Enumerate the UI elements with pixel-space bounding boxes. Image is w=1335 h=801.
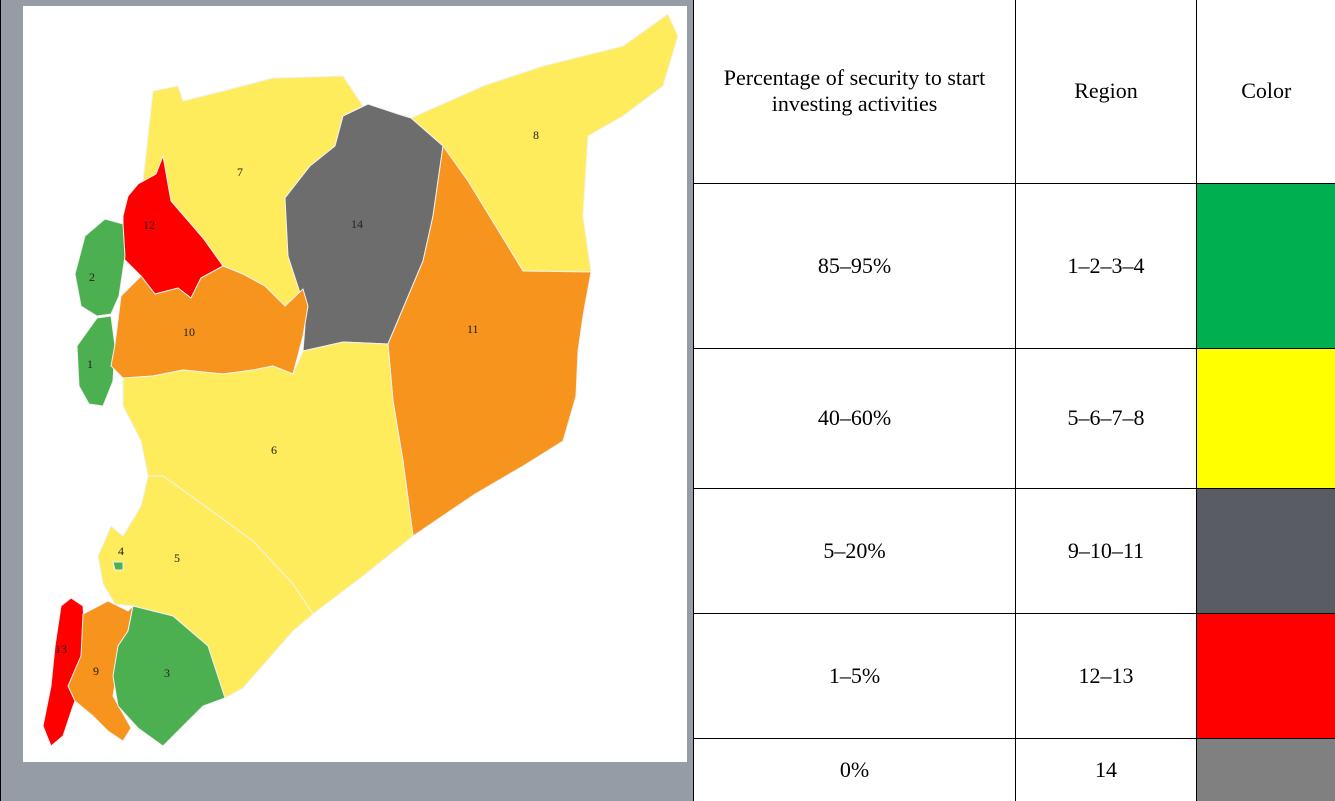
table-row: 85–95% 1–2–3–4 xyxy=(693,182,1335,349)
row-percentage: 5–20% xyxy=(693,487,1016,614)
row-percentage: 85–95% xyxy=(693,182,1016,349)
map-region-label-4: 4 xyxy=(118,544,124,558)
map-region-label-12: 12 xyxy=(143,218,155,232)
map-region-label-2: 2 xyxy=(89,270,95,284)
map-region-label-1: 1 xyxy=(87,357,93,371)
header-percentage: Percentage of security to start investin… xyxy=(693,0,1016,184)
row-color-swatch xyxy=(1196,737,1335,801)
table-row: 1–5% 12–13 xyxy=(693,612,1335,739)
map-region-label-6: 6 xyxy=(271,443,277,457)
row-region: 12–13 xyxy=(1015,612,1197,739)
map-region-label-14: 14 xyxy=(351,217,363,231)
row-region: 14 xyxy=(1015,737,1197,801)
map-region-3 xyxy=(112,605,226,747)
row-color-swatch xyxy=(1196,487,1335,614)
row-color-swatch xyxy=(1196,182,1335,349)
map-region-label-5: 5 xyxy=(174,551,180,565)
map-region-label-10: 10 xyxy=(183,325,195,339)
map-region-label-3: 3 xyxy=(164,666,170,680)
table-header-row: Percentage of security to start investin… xyxy=(693,0,1335,184)
header-color: Color xyxy=(1196,0,1335,184)
table-row: 40–60% 5–6–7–8 xyxy=(693,347,1335,489)
row-percentage: 40–60% xyxy=(693,347,1016,489)
map-region-13 xyxy=(42,597,86,747)
row-percentage: 1–5% xyxy=(693,612,1016,739)
row-color-swatch xyxy=(1196,612,1335,739)
map-region-2 xyxy=(74,218,126,317)
map-region-label-7: 7 xyxy=(237,165,243,179)
table-row: 0% 14 xyxy=(693,737,1335,801)
legend-table: Percentage of security to start investin… xyxy=(693,0,1335,801)
row-region: 5–6–7–8 xyxy=(1015,347,1197,489)
header-region: Region xyxy=(1015,0,1197,184)
map-region-label-9: 9 xyxy=(93,664,99,678)
map-region-9 xyxy=(67,600,134,742)
map-region-label-13: 13 xyxy=(55,642,67,656)
map-region-1 xyxy=(76,315,116,407)
row-region: 9–10–11 xyxy=(1015,487,1197,614)
table-row: 5–20% 9–10–11 xyxy=(693,487,1335,614)
map-region-label-8: 8 xyxy=(533,128,539,142)
map-region-4 xyxy=(112,561,124,571)
row-percentage: 0% xyxy=(693,737,1016,801)
map-region-label-11: 11 xyxy=(467,322,479,336)
row-region: 1–2–3–4 xyxy=(1015,182,1197,349)
row-color-swatch xyxy=(1196,347,1335,489)
